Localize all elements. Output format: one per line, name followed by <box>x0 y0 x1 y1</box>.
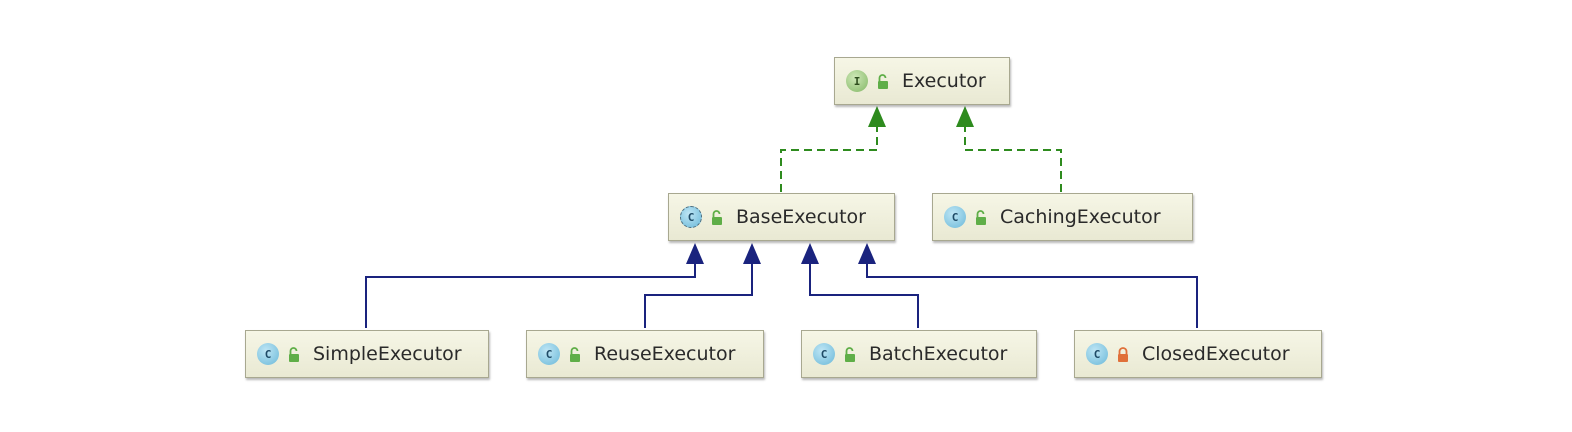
arrowhead-simple-to-base <box>686 243 704 264</box>
unlocked-padlock-icon <box>568 346 582 362</box>
edge-batch-extends-base <box>809 264 919 328</box>
node-reuse-executor[interactable]: C ReuseExecutor <box>526 330 764 378</box>
locked-padlock-icon <box>1116 346 1130 362</box>
edge-reuse-extends-base <box>644 264 753 328</box>
unlocked-padlock-icon <box>974 209 988 225</box>
unlocked-padlock-icon <box>843 346 857 362</box>
class-icon: C <box>538 343 560 365</box>
node-label: BaseExecutor <box>736 206 866 228</box>
edge-base-implements-executor <box>780 126 878 192</box>
abstract-class-icon: C <box>680 206 702 228</box>
node-label: ReuseExecutor <box>594 343 736 365</box>
node-label: BatchExecutor <box>869 343 1008 365</box>
arrowhead-base-to-executor <box>868 106 886 127</box>
unlocked-padlock-icon <box>876 73 890 89</box>
arrowhead-reuse-to-base <box>743 243 761 264</box>
node-label: ClosedExecutor <box>1142 343 1290 365</box>
node-base-executor[interactable]: C BaseExecutor <box>668 193 895 241</box>
arrowhead-closed-to-base <box>858 243 876 264</box>
unlocked-padlock-icon <box>287 346 301 362</box>
arrowhead-caching-to-executor <box>956 106 974 127</box>
class-icon: C <box>944 206 966 228</box>
node-label: SimpleExecutor <box>313 343 462 365</box>
class-icon: C <box>257 343 279 365</box>
unlocked-padlock-icon <box>710 209 724 225</box>
node-batch-executor[interactable]: C BatchExecutor <box>801 330 1037 378</box>
node-closed-executor[interactable]: C ClosedExecutor <box>1074 330 1322 378</box>
node-label: CachingExecutor <box>1000 206 1161 228</box>
edge-caching-implements-executor <box>964 126 1062 192</box>
edge-simple-extends-base <box>365 264 696 328</box>
edge-closed-extends-base <box>866 264 1198 328</box>
arrowhead-batch-to-base <box>801 243 819 264</box>
node-label: Executor <box>902 70 986 92</box>
interface-icon: I <box>846 70 868 92</box>
class-icon: C <box>1086 343 1108 365</box>
node-executor[interactable]: I Executor <box>834 57 1010 105</box>
node-simple-executor[interactable]: C SimpleExecutor <box>245 330 489 378</box>
class-icon: C <box>813 343 835 365</box>
node-caching-executor[interactable]: C CachingExecutor <box>932 193 1193 241</box>
